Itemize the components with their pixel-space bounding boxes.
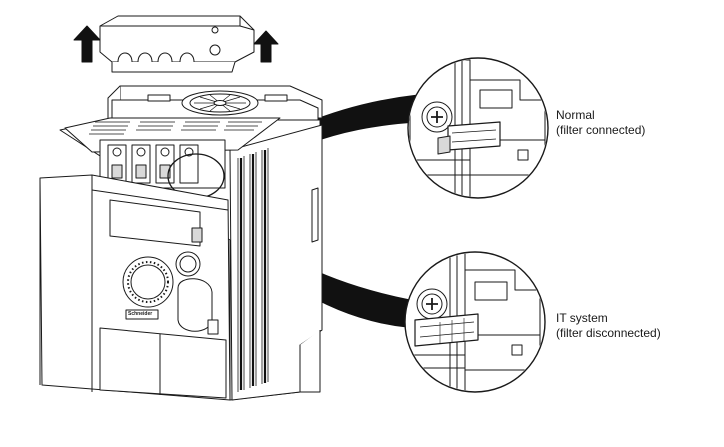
- detail-it-system-filter-disconnected: [404, 251, 546, 393]
- callout-normal: Normal (filter connected): [556, 108, 645, 138]
- display-window: [109, 199, 201, 247]
- dial-icon: [122, 256, 174, 308]
- callout-normal-title: Normal: [556, 108, 595, 122]
- callout-it-system-subtitle: (filter disconnected): [556, 326, 661, 340]
- detail-normal-filter-connected: [407, 57, 549, 199]
- terminal-screws: [107, 144, 199, 184]
- brand-badge-label: Schneider: [128, 311, 153, 317]
- screw-icon: [416, 288, 448, 320]
- jumper-icon: [414, 313, 479, 347]
- callout-it-system-title: IT system: [556, 311, 608, 325]
- callout-normal-subtitle: (filter connected): [556, 123, 646, 137]
- variable-speed-drive: [39, 85, 323, 401]
- removed-terminal-cover: [99, 15, 255, 73]
- jumper-icon: [437, 121, 501, 155]
- fan-icon: [181, 90, 259, 116]
- callout-it-system: IT system (filter disconnected): [556, 311, 661, 341]
- screw-icon: [421, 101, 453, 133]
- arrow-up-icon: [73, 25, 101, 63]
- arrow-up-icon: [253, 30, 279, 63]
